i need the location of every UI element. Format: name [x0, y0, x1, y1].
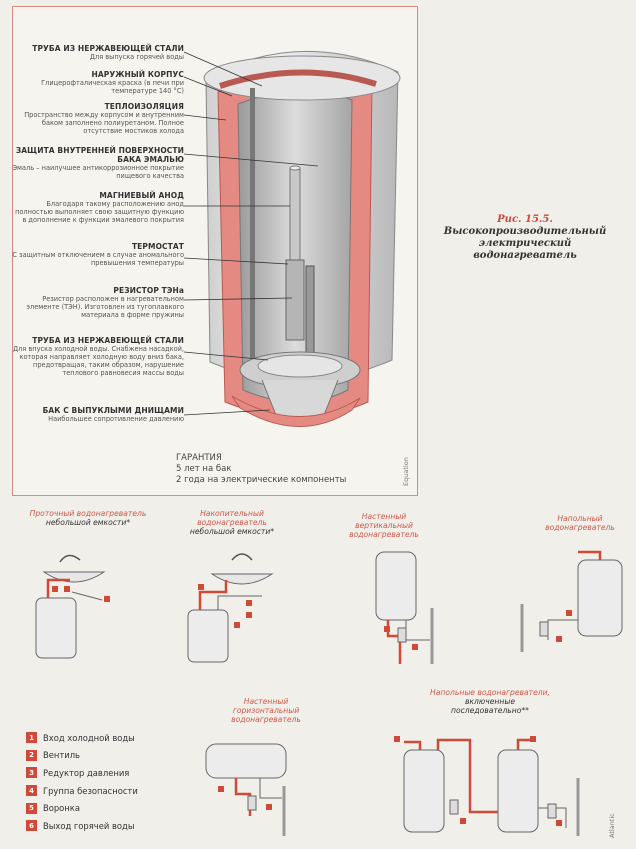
callout-enamel: ЗАЩИТА ВНУТРЕННЕЙ ПОВЕРХНОСТИ БАКА ЭМАЛЬ… [12, 146, 184, 180]
callout-title: ТРУБА ИЗ НЕРЖАВЕЮЩЕЙ СТАЛИ [32, 44, 184, 53]
callout-resistor: РЕЗИСТОР ТЭНа Резистор расположен в нагр… [12, 286, 184, 319]
legend-number: 3 [26, 767, 37, 779]
scheme-caption-red: Напольный водонагреватель [545, 514, 615, 532]
legend: 1 Вход холодной воды 2 Вентиль 3 Редукто… [26, 729, 160, 835]
callout-desc: Пространство между корпусом и внутренним… [24, 111, 184, 135]
legend-label: Выход горячей воды [43, 820, 135, 831]
scheme-1-drawing [35, 554, 110, 659]
scheme-caption-red: Настенный вертикальный водонагреватель [349, 512, 419, 539]
scheme-caption-1: Проточный водонагреватель небольшой емко… [28, 509, 148, 527]
warranty-line-1: 5 лет на бак [176, 464, 232, 474]
scheme-caption-black: включенные последовательно** [451, 697, 529, 715]
legend-label: Редуктор давления [43, 767, 130, 778]
scheme-2-drawing [187, 553, 274, 663]
legend-label: Вход холодной воды [43, 732, 135, 743]
callout-desc: С защитным отключением в случае аномальн… [12, 251, 184, 267]
scheme-4-drawing [520, 550, 623, 652]
scheme-caption-black: небольшой емкости* [189, 527, 275, 536]
legend-number: 6 [26, 820, 37, 832]
scheme-caption-2: Накопительный водонагреватель небольшой … [172, 509, 292, 536]
callout-thermostat: ТЕРМОСТАТ С защитным отключением в случа… [12, 242, 184, 267]
scheme-caption-3: Настенный вертикальный водонагреватель [336, 512, 432, 539]
callout-desc: Эмаль – наилучшее антикоррозионное покры… [12, 164, 184, 180]
legend-number: 5 [26, 802, 37, 814]
legend-label: Воронка [43, 803, 80, 814]
scheme-caption-black: небольшой емкости* [45, 518, 131, 527]
legend-item: 6 Выход горячей воды [26, 817, 160, 835]
callout-desc: Для выпуска горячей воды [89, 53, 184, 61]
callout-title: БАК С ВЫПУКЛЫМИ ДНИЩАМИ [42, 406, 184, 415]
heater-cutaway-illustration [183, 50, 401, 427]
legend-item: 2 Вентиль [26, 747, 160, 765]
scheme-3-drawing [375, 551, 434, 664]
legend-item: 5 Воронка [26, 799, 160, 817]
callout-outer-shell: НАРУЖНЫЙ КОРПУС Глицерофталическая краск… [12, 70, 184, 95]
scheme-5-drawing [205, 743, 287, 836]
legend-item: 3 Редуктор давления [26, 764, 160, 782]
scheme-caption-5: Настенный горизонтальный водонагреватель [216, 697, 316, 724]
callout-cold-pipe: ТРУБА ИЗ НЕРЖАВЕЮЩЕЙ СТАЛИ Для впуска хо… [12, 336, 184, 377]
scheme-caption-red: Накопительный водонагреватель [197, 509, 267, 527]
warranty-title: ГАРАНТИЯ [176, 453, 222, 463]
scheme-caption-6: Напольные водонагреватели, включенные по… [430, 688, 550, 715]
callout-title: ТЕРМОСТАТ [131, 242, 184, 251]
callout-desc: Глицерофталическая краска (в печи при те… [41, 79, 184, 95]
warranty-line-2: 2 года на электрические компоненты [176, 475, 347, 485]
callout-hot-pipe: ТРУБА ИЗ НЕРЖАВЕЮЩЕЙ СТАЛИ Для выпуска г… [12, 44, 184, 61]
scheme-caption-red: Настенный горизонтальный водонагреватель [231, 697, 301, 724]
legend-label: Вентиль [43, 750, 80, 761]
figure-caption: Рис. 15.5. Высокопроизводительный электр… [440, 214, 610, 262]
callout-tank: БАК С ВЫПУКЛЫМИ ДНИЩАМИ Наибольшее сопро… [12, 406, 184, 423]
legend-label: Группа безопасности [43, 785, 138, 796]
legend-number: 2 [26, 749, 37, 761]
thermostat [285, 259, 305, 341]
legend-item: 1 Вход холодной воды [26, 729, 160, 747]
hot-water-pipe [250, 88, 255, 358]
callout-title: РЕЗИСТОР ТЭНа [113, 286, 184, 295]
callout-desc: Благодаря такому расположению анод полно… [15, 200, 184, 224]
legend-item: 4 Группа безопасности [26, 782, 160, 800]
scheme-6-drawing [394, 736, 580, 836]
scheme-caption-4: Напольный водонагреватель [536, 514, 624, 532]
callout-desc: Резистор расположен в нагревательном эле… [26, 295, 184, 319]
warranty-block: ГАРАНТИЯ 5 лет на бак 2 года на электрич… [176, 453, 346, 486]
callout-desc: Для впуска холодной воды. Снабжена насад… [12, 345, 184, 377]
callout-insulation: ТЕПЛОИЗОЛЯЦИЯ Пространство между корпусо… [12, 102, 184, 135]
callout-title: МАГНИЕВЫЙ АНОД [99, 191, 184, 200]
callout-title: ТРУБА ИЗ НЕРЖАВЕЮЩЕЙ СТАЛИ [32, 336, 184, 345]
brand-atlantic: Atlantic [608, 813, 616, 838]
callout-anode: МАГНИЕВЫЙ АНОД Благодаря такому располож… [12, 191, 184, 224]
legend-number: 4 [26, 785, 37, 797]
callout-title: ЗАЩИТА ВНУТРЕННЕЙ ПОВЕРХНОСТИ БАКА ЭМАЛЬ… [15, 146, 184, 164]
callout-desc: Наибольшее сопротивление давлению [48, 415, 184, 423]
scheme-caption-red: Напольные водонагреватели, [430, 688, 550, 697]
callout-title: НАРУЖНЫЙ КОРПУС [91, 70, 184, 79]
callout-title: ТЕПЛОИЗОЛЯЦИЯ [104, 102, 184, 111]
scheme-caption-red: Проточный водонагреватель [29, 509, 147, 518]
legend-number: 1 [26, 732, 37, 744]
figure-number: Рис. 15.5. [497, 214, 553, 225]
figure-title: Высокопроизводительный электрический вод… [443, 226, 607, 261]
